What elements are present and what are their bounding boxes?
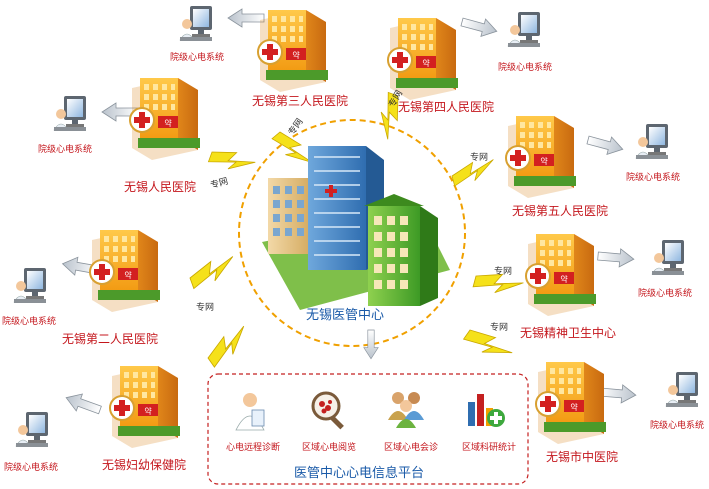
doctor-icon bbox=[235, 393, 265, 431]
consultation-group-icon bbox=[388, 392, 424, 428]
workstation-mental-icon bbox=[651, 239, 685, 276]
hospital-fourth-label: 无锡第四人民医院 bbox=[398, 100, 495, 114]
hospital-fifth-icon bbox=[505, 115, 577, 199]
workstation-second-icon bbox=[13, 267, 47, 304]
service-regional-consultation-label: 区域心电会诊 bbox=[384, 443, 439, 453]
hospital-tcm-label: 无锡市中医院 bbox=[546, 450, 619, 464]
hospital-fifth-label: 无锡第五人民医院 bbox=[512, 204, 609, 218]
hospital-tcm-icon bbox=[535, 361, 607, 445]
system-third-label: 院级心电系统 bbox=[170, 53, 225, 63]
workstation-tcm-icon bbox=[665, 371, 699, 408]
network-label-second: 专网 bbox=[196, 303, 215, 313]
system-fifth-label: 院级心电系统 bbox=[626, 173, 681, 183]
platform-title: 医管中心心电信息平台 bbox=[294, 466, 425, 481]
link-bolt-maternal bbox=[202, 323, 254, 368]
network-label-mental: 专网 bbox=[494, 267, 513, 277]
network-label-tcm: 专网 bbox=[490, 323, 509, 333]
workstation-fifth-icon bbox=[635, 123, 669, 160]
center-label: 无锡医管中心 bbox=[306, 308, 385, 323]
system-tcm-label: 院级心电系统 bbox=[650, 421, 705, 431]
hospital-maternal-icon bbox=[109, 365, 181, 449]
hospital-second-icon bbox=[89, 229, 161, 313]
link-bolt-second bbox=[186, 253, 239, 289]
hospital-maternal-label: 无锡妇幼保健院 bbox=[102, 458, 187, 472]
service-research-statistics-label: 区域科研统计 bbox=[462, 443, 517, 453]
service-remote-diagnosis-label: 心电远程诊断 bbox=[226, 443, 281, 453]
workstation-third-icon bbox=[179, 5, 213, 42]
ecg-viewer-icon bbox=[311, 391, 344, 430]
system-maternal-label: 院级心电系统 bbox=[4, 463, 59, 473]
system-people-label: 院级心电系统 bbox=[38, 145, 93, 155]
hospital-people-icon bbox=[129, 77, 201, 161]
center-boundary bbox=[238, 119, 466, 347]
hospital-fourth-icon bbox=[387, 17, 459, 101]
system-second-label: 院级心电系统 bbox=[2, 317, 57, 327]
platform-box bbox=[207, 373, 529, 485]
hospital-second-label: 无锡第二人民医院 bbox=[62, 332, 159, 346]
system-mental-label: 院级心电系统 bbox=[638, 289, 693, 299]
network-label-fifth: 专网 bbox=[470, 153, 489, 163]
workstation-people-icon bbox=[53, 95, 87, 132]
workstation-fourth-icon bbox=[507, 11, 541, 48]
statistics-chart-icon bbox=[468, 394, 505, 427]
hospital-mental-label: 无锡精神卫生中心 bbox=[520, 326, 617, 340]
hospital-third-icon bbox=[257, 9, 329, 93]
system-fourth-label: 院级心电系统 bbox=[498, 63, 553, 73]
service-regional-viewing-label: 区域心电阅览 bbox=[302, 443, 357, 453]
hospital-mental-icon bbox=[525, 233, 597, 317]
center-building-icon bbox=[262, 146, 450, 310]
hospital-third-label: 无锡第三人民医院 bbox=[252, 94, 349, 108]
link-bolt-people bbox=[208, 144, 257, 178]
workstation-maternal-icon bbox=[15, 411, 49, 448]
hospital-people-label: 无锡人民医院 bbox=[124, 180, 197, 194]
